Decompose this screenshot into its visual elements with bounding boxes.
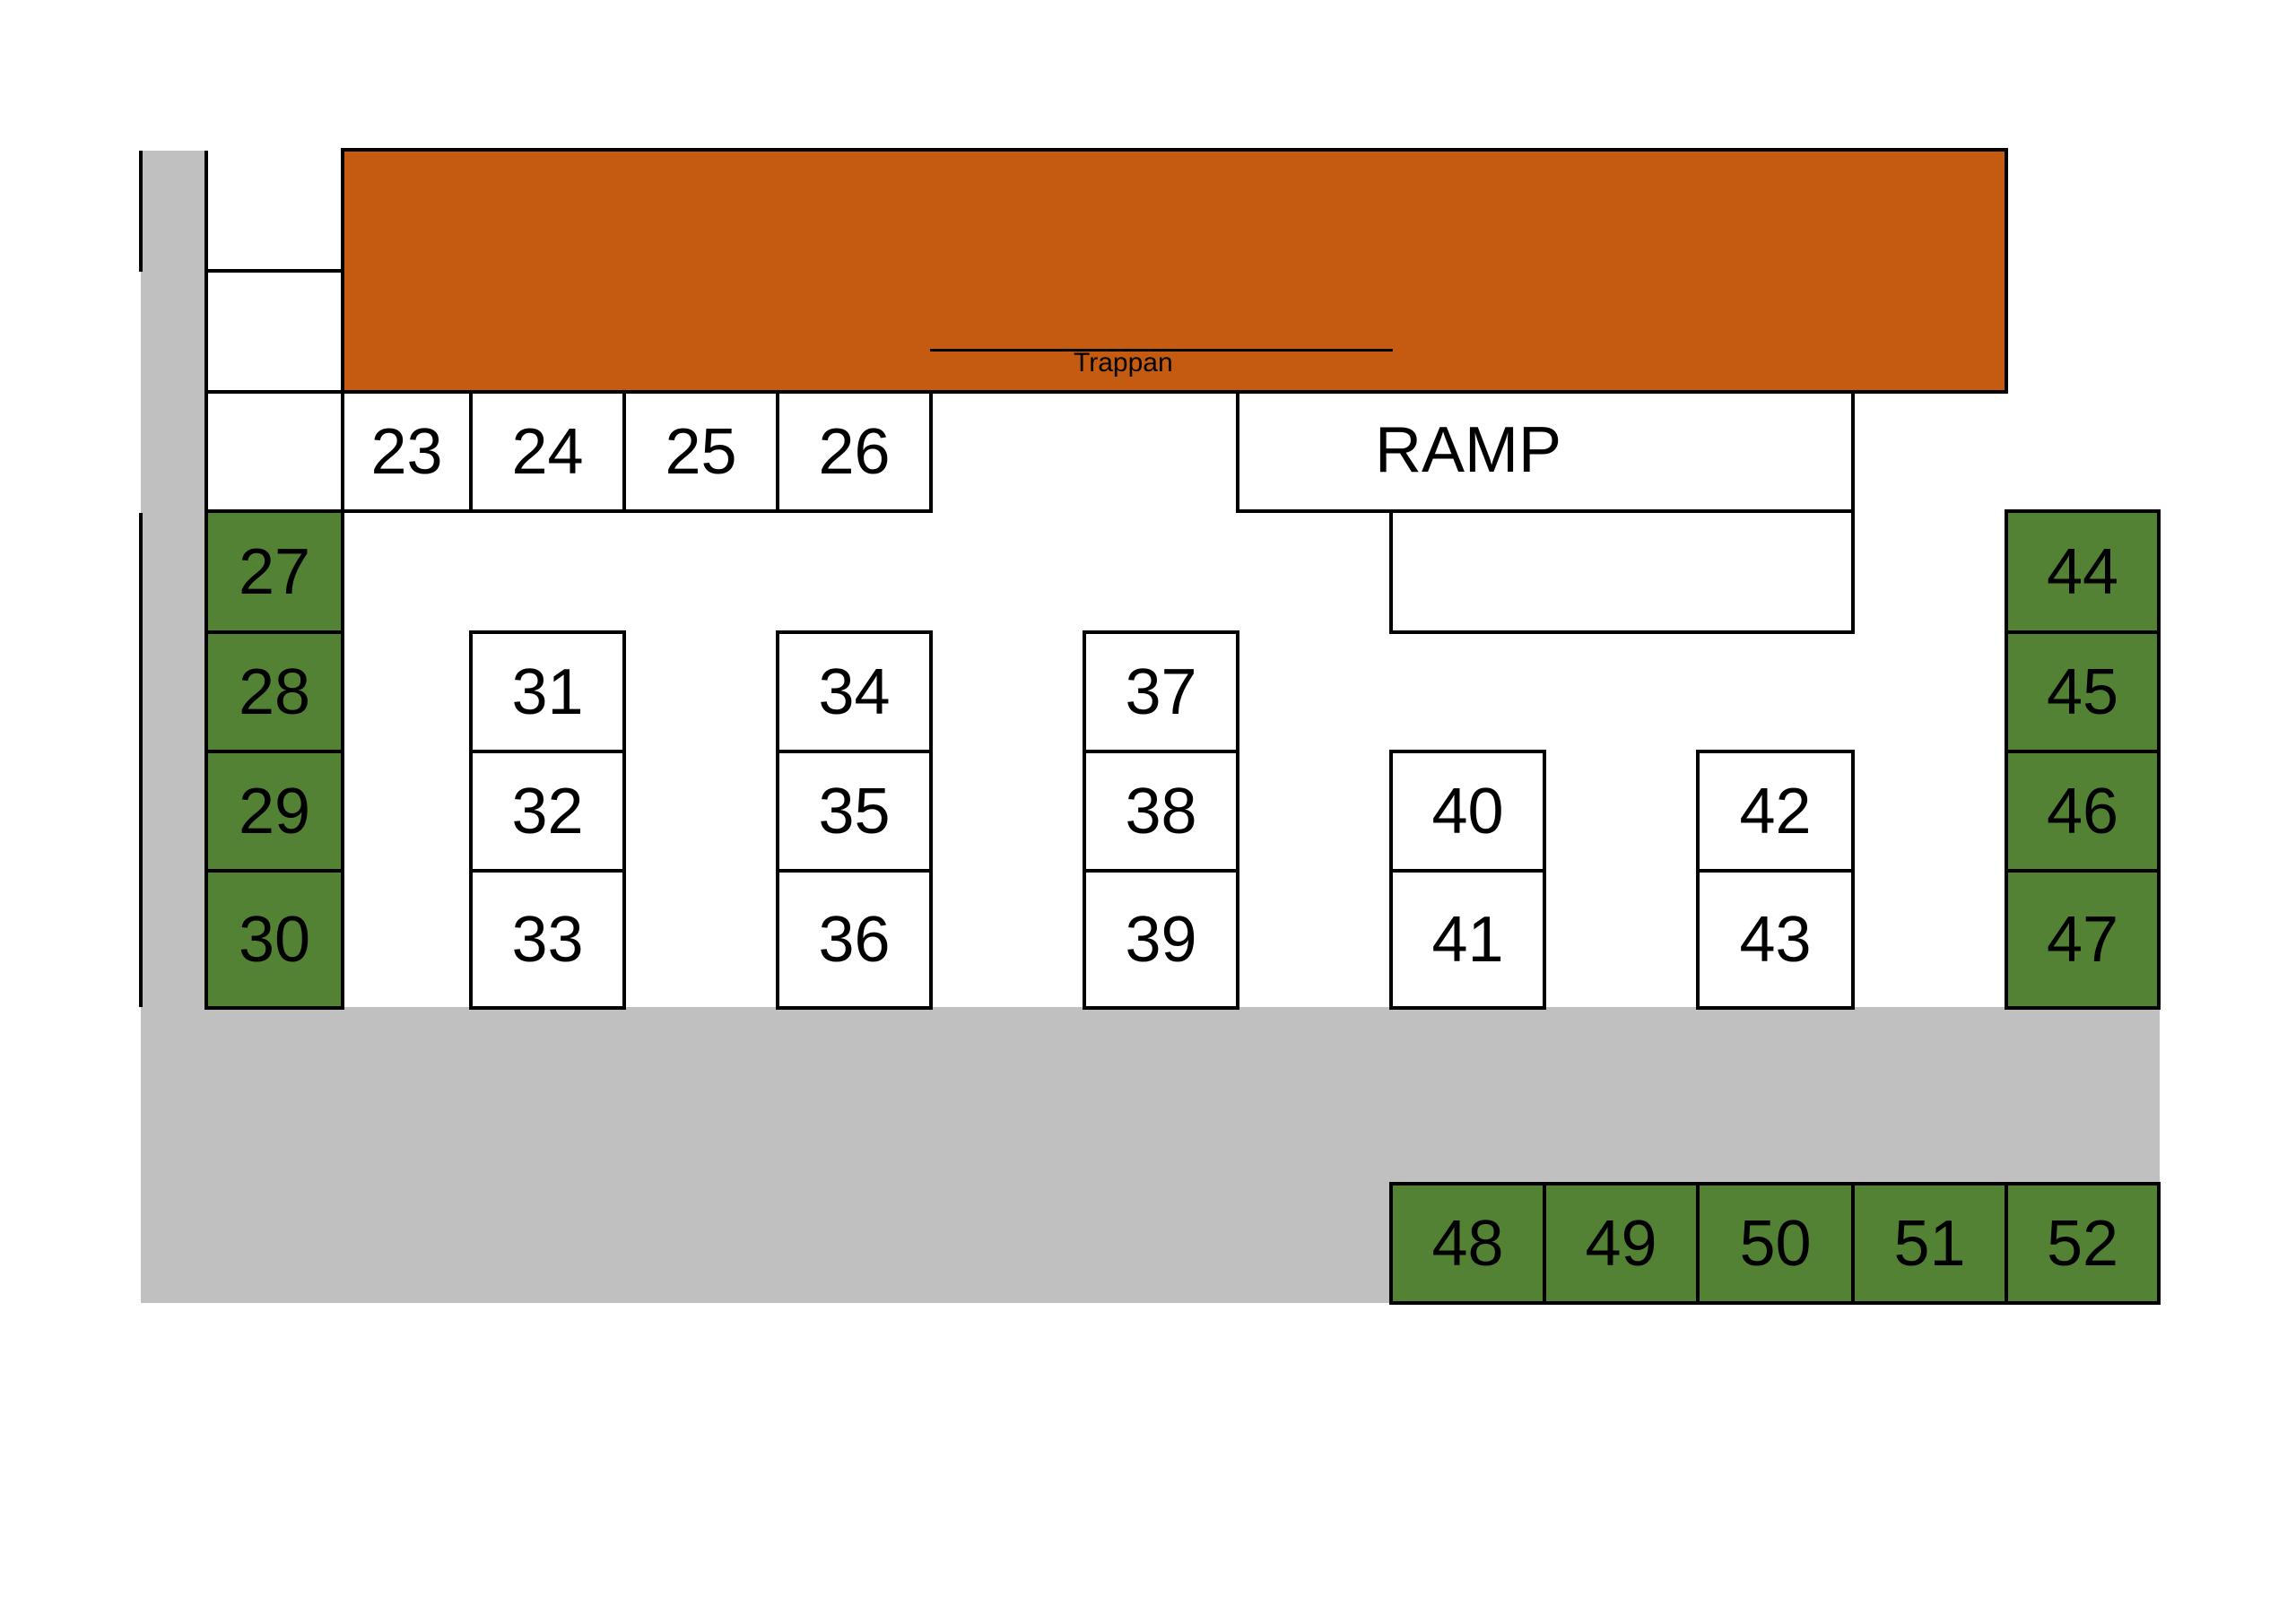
left-edge-line-upper: [139, 151, 143, 272]
stall-34[interactable]: 34: [776, 630, 933, 753]
stall-26[interactable]: 26: [776, 390, 933, 513]
stall-35[interactable]: 35: [776, 750, 933, 873]
left-small-box-1: [204, 269, 344, 394]
stall-43[interactable]: 43: [1696, 869, 1855, 1010]
stall-52[interactable]: 52: [2005, 1182, 2161, 1305]
stall-45[interactable]: 45: [2005, 630, 2161, 753]
stall-24[interactable]: 24: [469, 390, 626, 513]
stall-30[interactable]: 30: [204, 869, 344, 1010]
stair-line: [930, 349, 1393, 352]
stall-32[interactable]: 32: [469, 750, 626, 873]
stall-42[interactable]: 42: [1696, 750, 1855, 873]
ramp-extension: [1389, 509, 1855, 634]
stall-51[interactable]: 51: [1851, 1182, 2008, 1305]
stall-47[interactable]: 47: [2005, 869, 2161, 1010]
stall-29[interactable]: 29: [204, 750, 344, 873]
stall-44[interactable]: 44: [2005, 509, 2161, 634]
stall-40[interactable]: 40: [1389, 750, 1546, 873]
stall-27[interactable]: 27: [204, 509, 344, 634]
stall-36[interactable]: 36: [776, 869, 933, 1010]
stall-38[interactable]: 38: [1083, 750, 1239, 873]
stall-48[interactable]: 48: [1389, 1182, 1546, 1305]
ramp: [1236, 390, 1855, 513]
stall-50[interactable]: 50: [1696, 1182, 1855, 1305]
left-walkway: [141, 151, 206, 1007]
stall-46[interactable]: 46: [2005, 750, 2161, 873]
stall-39[interactable]: 39: [1083, 869, 1239, 1010]
stall-31[interactable]: 31: [469, 630, 626, 753]
stair-label: Trappan: [1074, 348, 1173, 378]
stall-49[interactable]: 49: [1543, 1182, 1700, 1305]
stall-37[interactable]: 37: [1083, 630, 1239, 753]
stall-33[interactable]: 33: [469, 869, 626, 1010]
stall-23[interactable]: 23: [341, 390, 473, 513]
building: [341, 148, 2008, 394]
stall-28[interactable]: 28: [204, 630, 344, 753]
stall-41[interactable]: 41: [1389, 869, 1546, 1010]
inner-edge-line: [204, 151, 208, 272]
stall-25[interactable]: 25: [622, 390, 779, 513]
left-edge-line-lower: [139, 513, 143, 1007]
left-small-box-2: [204, 390, 344, 513]
ramp-label: RAMP: [1375, 414, 1562, 486]
